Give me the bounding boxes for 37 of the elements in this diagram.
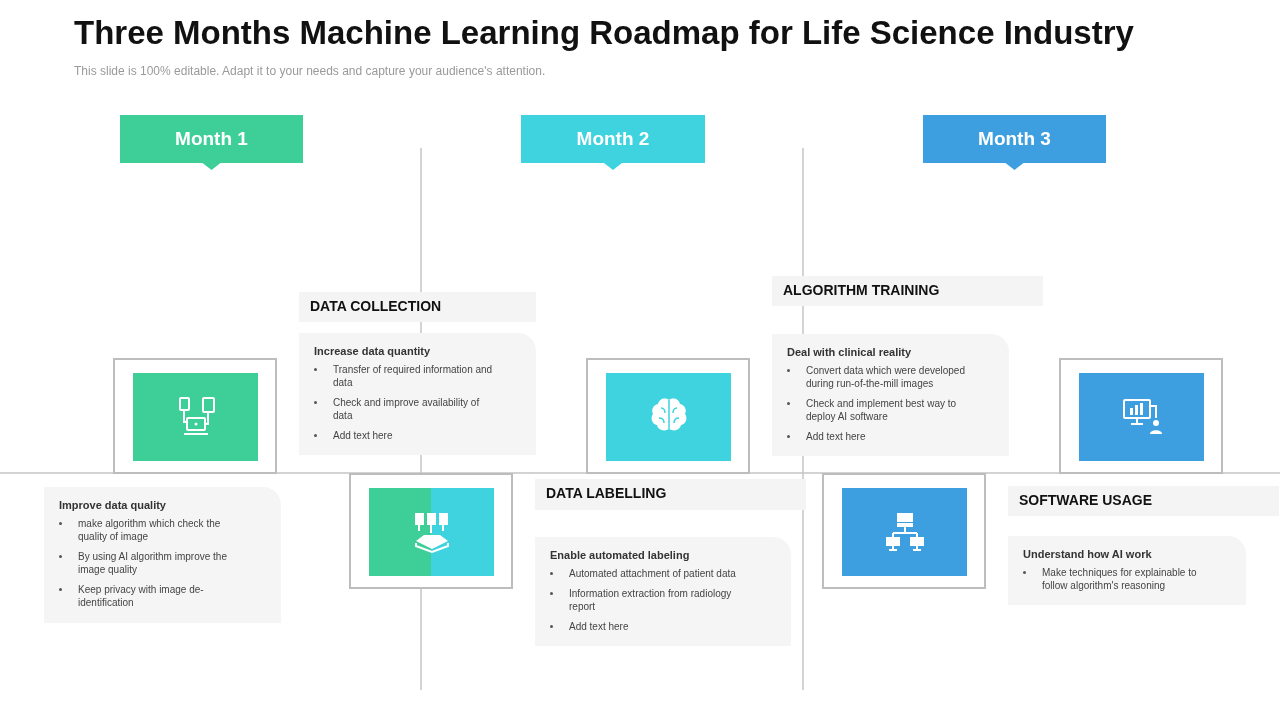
month-banner: Month 2 xyxy=(521,115,705,170)
bullet-item: Add text here xyxy=(550,620,751,633)
info-card xyxy=(299,333,536,455)
month-banner: Month 3 xyxy=(923,115,1106,170)
icon-frame xyxy=(586,358,750,474)
bullet-item: Information extraction from radiology report xyxy=(550,587,751,613)
bullet-item: Automated attachment of patient data xyxy=(550,567,751,580)
card-heading: Understand how AI work xyxy=(1023,548,1153,560)
bullet-item: make algorithm which check the quality of image xyxy=(59,517,241,543)
icon-frame xyxy=(113,358,277,474)
bullet-item: Add text here xyxy=(314,429,496,442)
slide-title: Three Months Machine Learning Roadmap for Life Science Industry xyxy=(74,14,1134,52)
bullet-item: Make techniques for explainable to follow algorithm's reasoning xyxy=(1023,566,1206,592)
card-heading: Improve data quality xyxy=(59,499,167,511)
card-heading: Enable automated labeling xyxy=(550,549,691,561)
info-card xyxy=(44,487,281,623)
icon-frame xyxy=(822,473,986,589)
month-banner: Month 1 xyxy=(120,115,303,170)
bullet-item: Check and implement best way to deploy AI software xyxy=(787,397,969,423)
icon-frame xyxy=(1059,358,1223,474)
card-heading: Increase data quantity xyxy=(314,345,432,357)
bullet-item: Transfer of required information and data xyxy=(314,363,496,389)
section-heading: DATA LABELLING xyxy=(535,479,806,510)
section-heading: ALGORITHM TRAINING xyxy=(772,276,1043,306)
info-card xyxy=(535,537,791,646)
card-heading: Deal with clinical reality xyxy=(787,346,913,358)
info-card xyxy=(772,334,1009,456)
section-heading: SOFTWARE USAGE xyxy=(1008,486,1279,516)
bullet-item: Convert data which were developed during run-of-the-mill images xyxy=(787,364,969,390)
bullet-item: Add text here xyxy=(787,430,969,443)
info-card xyxy=(1008,536,1246,605)
bullet-item: Check and improve availability of data xyxy=(314,396,496,422)
section-heading: DATA COLLECTION xyxy=(299,292,536,322)
subtitle-text: This slide is 100% editable. Adapt it to your needs and capture your audience's attention. xyxy=(74,64,546,78)
bullet-item: Keep privacy with image de-identification xyxy=(59,583,241,609)
bullet-item: By using AI algorithm improve the image quality xyxy=(59,550,241,576)
icon-frame xyxy=(349,473,513,589)
